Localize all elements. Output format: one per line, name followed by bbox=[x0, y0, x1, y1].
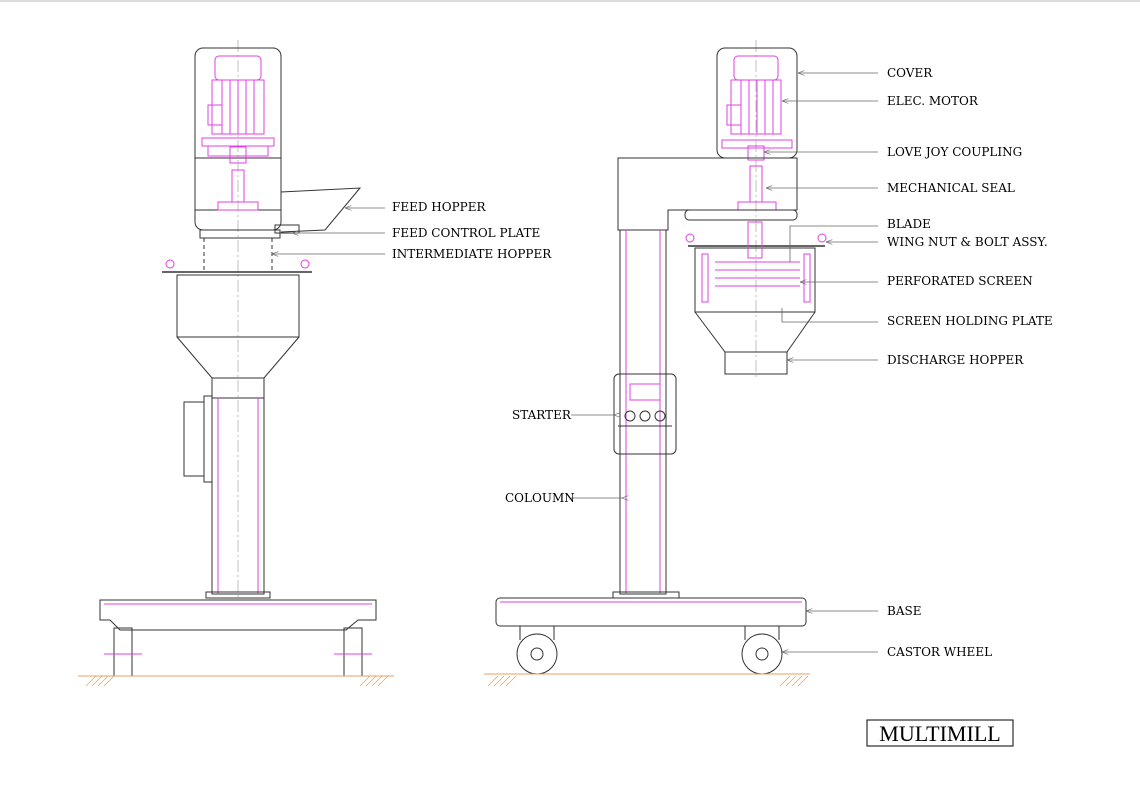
label-screen-holding-plate: SCREEN HOLDING PLATE bbox=[887, 314, 1053, 328]
label-discharge-hopper: DISCHARGE HOPPER bbox=[887, 353, 1024, 367]
label-love-joy-coupling: LOVE JOY COUPLING bbox=[887, 145, 1022, 159]
label-starter: STARTER bbox=[512, 408, 572, 422]
label-feed-hopper: FEED HOPPER bbox=[392, 200, 486, 214]
label-cover: COVER bbox=[887, 66, 933, 80]
column-right bbox=[619, 229, 667, 595]
motor-right bbox=[721, 55, 793, 211]
callout-labels: FEED HOPPER FEED CONTROL PLATE INTERMEDI… bbox=[392, 66, 1053, 659]
label-castor-wheel: CASTOR WHEEL bbox=[887, 645, 992, 659]
label-mechanical-seal: MECHANICAL SEAL bbox=[887, 181, 1015, 195]
label-column: COLOUMN bbox=[505, 491, 575, 505]
label-feed-control-plate: FEED CONTROL PLATE bbox=[392, 226, 540, 240]
front-view bbox=[78, 40, 394, 687]
label-wing-nut-bolt: WING NUT & BOLT ASSY. bbox=[887, 235, 1048, 249]
label-base: BASE bbox=[887, 604, 921, 618]
side-view bbox=[484, 40, 827, 687]
label-elec-motor: ELEC. MOTOR bbox=[887, 94, 979, 108]
label-blade: BLADE bbox=[887, 217, 931, 231]
drawing-title: MULTIMILL bbox=[879, 721, 1000, 746]
label-intermediate-hopper: INTERMEDIATE HOPPER bbox=[392, 247, 552, 261]
starter-box bbox=[613, 373, 677, 455]
motor-left bbox=[201, 55, 275, 211]
title-box bbox=[866, 719, 1014, 747]
feed-hopper-shape bbox=[280, 187, 362, 233]
column-left bbox=[211, 397, 265, 595]
base-left bbox=[99, 599, 377, 631]
label-perforated-screen: PERFORATED SCREEN bbox=[887, 274, 1033, 288]
